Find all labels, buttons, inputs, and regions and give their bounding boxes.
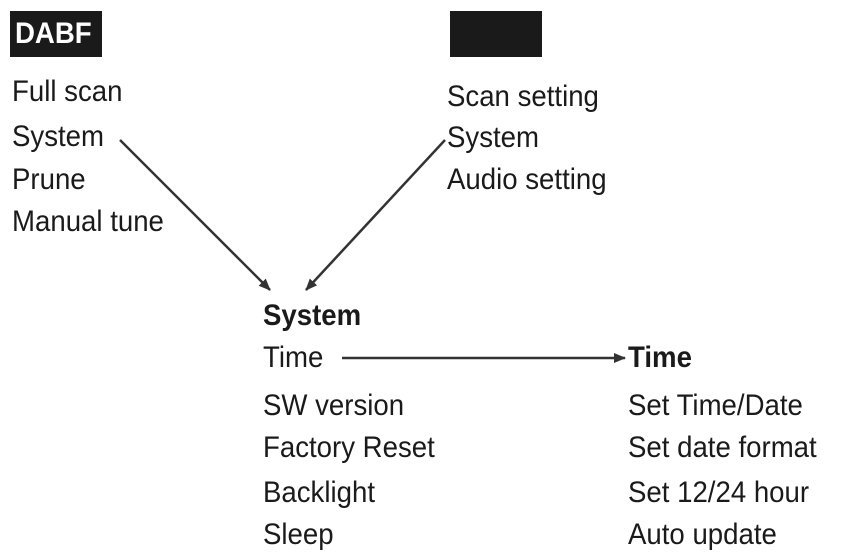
system-item-backlight: Backlight	[263, 476, 375, 509]
system-item-factory-reset: Factory Reset	[263, 431, 435, 464]
left-item-prune: Prune	[12, 163, 86, 196]
right-item-audio-setting: Audio setting	[447, 163, 607, 196]
time-item-set-12-24-hour: Set 12/24 hour	[628, 476, 810, 509]
system-item-sw-version: SW version	[263, 389, 405, 422]
time-item-auto-update: Auto update	[628, 518, 777, 551]
right-item-scan-setting: Scan setting	[447, 80, 599, 113]
time-menu-title: Time	[628, 341, 692, 374]
left-item-system: System	[12, 120, 105, 153]
arrow-left-system-to-system	[119, 139, 271, 291]
system-menu-title: System	[263, 299, 362, 332]
time-item-set-time-date: Set Time/Date	[628, 389, 803, 422]
dab-header-box: DABF	[10, 11, 102, 57]
blank-header-box	[450, 11, 542, 57]
arrow-right-system-to-system	[305, 139, 446, 291]
system-item-time: Time	[263, 341, 324, 374]
system-item-sleep: Sleep	[263, 518, 334, 551]
right-item-system: System	[447, 121, 540, 154]
time-item-set-date-format: Set date format	[628, 431, 817, 464]
left-item-full-scan: Full scan	[12, 75, 123, 108]
left-item-manual-tune: Manual tune	[12, 205, 164, 238]
dab-header-label: DABF	[15, 17, 92, 50]
